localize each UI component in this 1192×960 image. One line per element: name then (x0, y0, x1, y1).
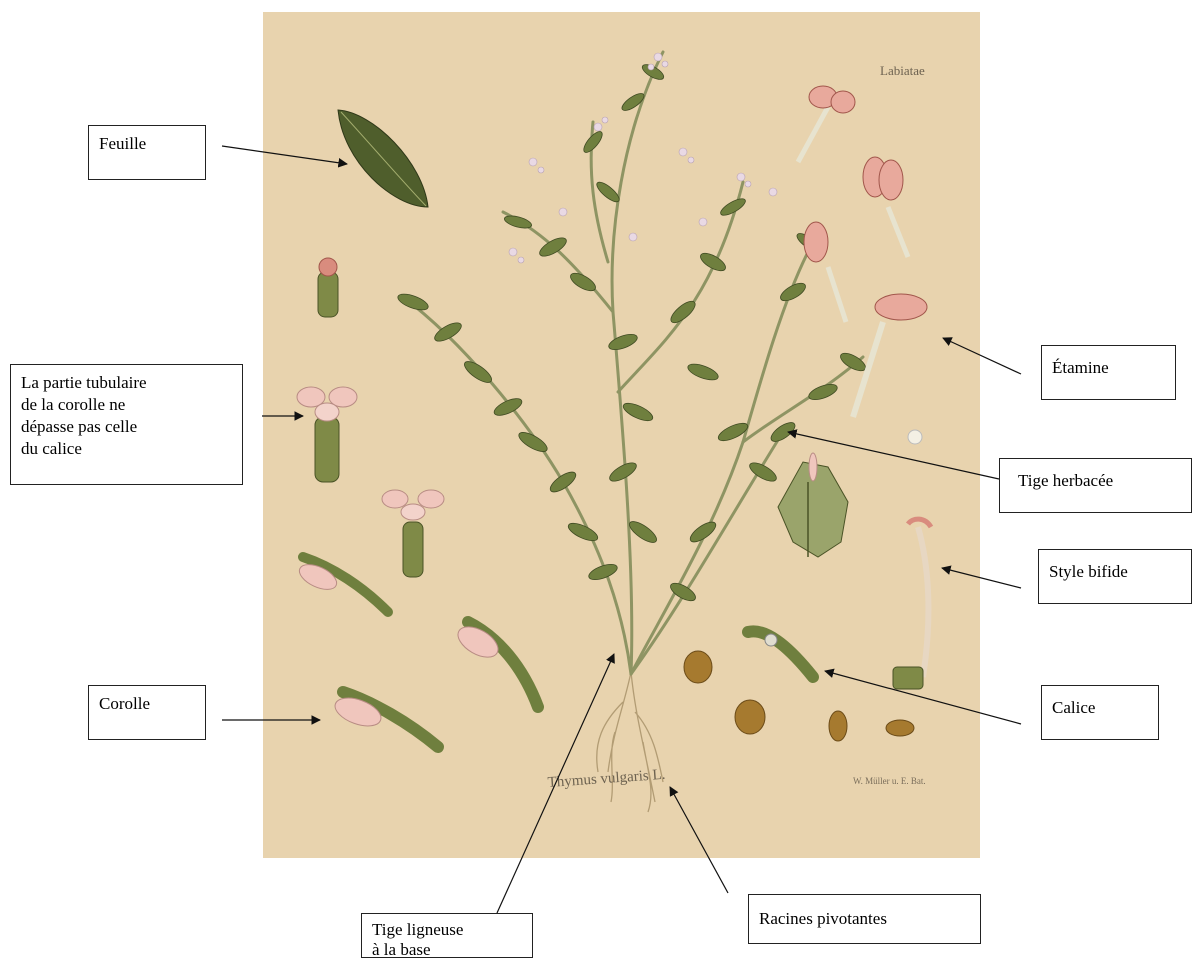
label-style: Style bifide (1038, 549, 1192, 604)
label-tige-herbacee: Tige herbacée (999, 458, 1192, 513)
plate-family-label: Labiatae (880, 63, 925, 78)
flower-bud-illustration (318, 258, 338, 317)
plate-artist-label: W. Müller u. E. Bat. (853, 776, 926, 786)
label-feuille: Feuille (88, 125, 206, 180)
label-racines: Racines pivotantes (748, 894, 981, 944)
botanical-plate: Labiatae Thymus vulgaris L. W. Müller u.… (263, 12, 980, 858)
label-corolle: Corolle (88, 685, 206, 740)
label-corolle-tube: La partie tubulaire de la corolle ne dép… (10, 364, 243, 485)
label-calice: Calice (1041, 685, 1159, 740)
label-tige-ligneuse: Tige ligneuse à la base (361, 913, 533, 958)
label-etamine: Étamine (1041, 345, 1176, 400)
